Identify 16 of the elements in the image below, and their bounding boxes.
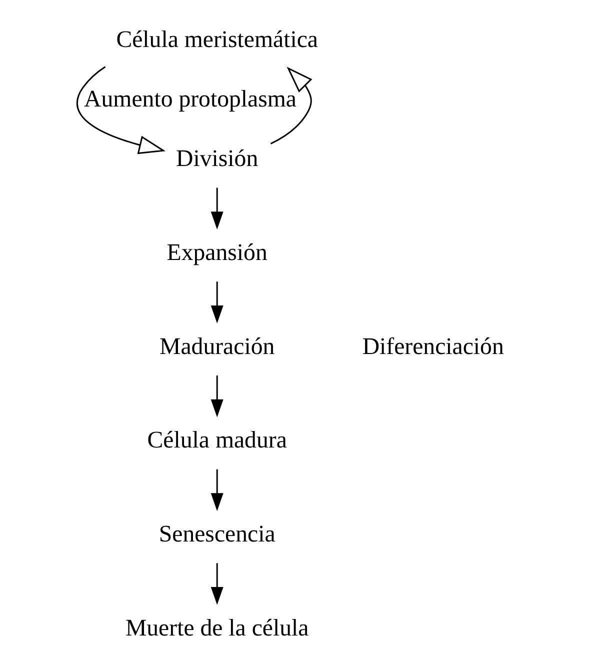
node-text: Célula meristemática	[116, 26, 318, 53]
node-text: Célula madura	[147, 428, 287, 454]
node-text: Muerte de la célula	[125, 615, 309, 642]
node-text: División	[176, 146, 258, 172]
arrow	[210, 282, 224, 324]
label: Diferenciación	[362, 334, 504, 360]
arrow	[270, 66, 312, 144]
arrow	[210, 188, 224, 230]
arrow	[210, 375, 224, 418]
arrow	[210, 563, 224, 605]
arrow	[76, 66, 166, 154]
node-text: Expansión	[166, 240, 268, 266]
node-text: Maduración	[160, 334, 275, 360]
edge-label: Aumento protoplasma	[84, 86, 296, 113]
arrow	[210, 469, 224, 512]
node-text: Senescencia	[158, 522, 276, 548]
